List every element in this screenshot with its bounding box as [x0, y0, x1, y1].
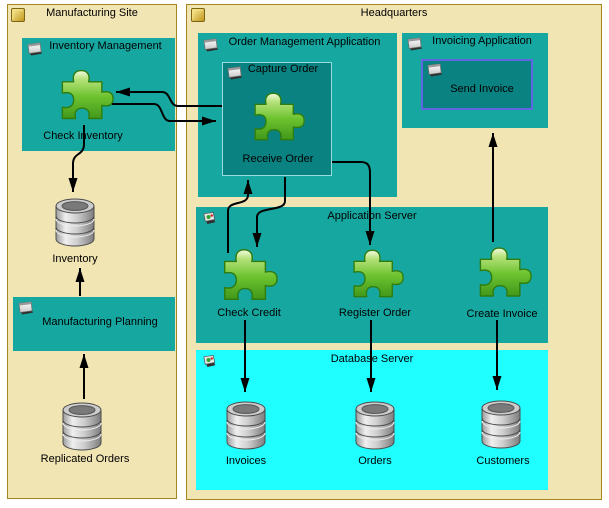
manufacturing-site-title: Manufacturing Site [46, 7, 138, 19]
application-window-icon [426, 63, 443, 77]
check-inventory-component-icon[interactable] [53, 66, 115, 124]
customers-database-label: Customers [476, 455, 530, 467]
invoicing-application-title: Invoicing Application [432, 35, 532, 47]
inventory-database-label: Inventory [52, 253, 98, 265]
flow-check-inventory-to-capture-order[interactable] [112, 103, 216, 126]
create-invoice-component-icon[interactable] [471, 242, 533, 303]
receive-order-label: Receive Order [242, 153, 314, 165]
order-management-application-title: Order Management Application [228, 36, 381, 48]
manufacturing-planning-title: Manufacturing Planning [42, 316, 158, 328]
capture-order-title: Capture Order [247, 63, 319, 75]
flow-check-credit-to-receive-order[interactable] [227, 180, 253, 253]
invoices-database-label: Invoices [225, 455, 267, 467]
send-invoice-title: Send Invoice [450, 83, 514, 95]
register-order-label: Register Order [338, 307, 412, 319]
check-credit-component-icon[interactable] [215, 245, 279, 305]
manufacturing-planning-box[interactable] [13, 297, 175, 351]
flow-capture-order-to-check-inventory[interactable] [116, 87, 222, 107]
application-server-title: Application Server [327, 210, 417, 222]
create-invoice-label: Create Invoice [466, 308, 538, 320]
flow-check-inventory-to-inventory[interactable] [68, 125, 85, 192]
register-order-component-icon[interactable] [345, 244, 405, 304]
receive-order-component-icon[interactable] [246, 88, 306, 146]
application-window-icon [17, 301, 34, 315]
orders-database-icon[interactable] [353, 399, 397, 451]
customers-database-icon[interactable] [479, 398, 523, 450]
flow-capture-order-to-register-order[interactable] [332, 161, 375, 245]
flow-receive-order-to-check-credit[interactable] [252, 177, 286, 247]
inventory-management-title: Inventory Management [49, 40, 162, 52]
replicated-orders-database-label: Replicated Orders [40, 453, 130, 465]
orders-database-label: Orders [358, 455, 392, 467]
headquarters-title: Headquarters [360, 7, 428, 19]
check-credit-label: Check Credit [217, 307, 281, 319]
inventory-database-icon[interactable] [52, 196, 98, 248]
check-inventory-label: Check Inventory [43, 130, 123, 142]
invoices-database-icon[interactable] [224, 399, 268, 451]
replicated-orders-database-icon[interactable] [59, 400, 105, 452]
